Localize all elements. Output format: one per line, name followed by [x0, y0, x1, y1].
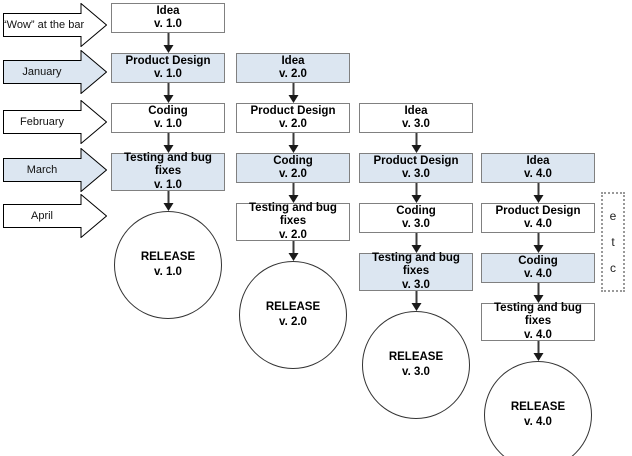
process-box-version: v. 2.0 — [279, 118, 307, 130]
process-box-name: Idea — [404, 104, 428, 117]
timeline-arrow-4[interactable]: April — [3, 194, 107, 238]
process-box-version: v. 1.0 — [154, 18, 182, 30]
etc-line-2: c — [610, 261, 616, 275]
release-version: v. 2.0 — [279, 316, 307, 328]
release-label: RELEASE — [140, 251, 196, 263]
timeline-arrow-label: “Wow” at the bar — [3, 19, 85, 31]
release-circle-0[interactable]: RELEASE v. 1.0 — [114, 211, 222, 319]
flow-connector-arrow-1-2 — [288, 183, 299, 203]
process-box-name: Coding — [396, 204, 436, 217]
flow-connector-arrow-2-1 — [411, 183, 422, 203]
flow-connector-arrow-2-0 — [411, 133, 422, 153]
flow-connector-arrow-2-2 — [411, 233, 422, 253]
process-box-name: Coding — [273, 154, 313, 167]
timeline-arrow-label: February — [19, 116, 65, 128]
process-box-name: Product Design — [495, 204, 581, 217]
process-box-name: Coding — [148, 104, 188, 117]
process-box-version: v. 1.0 — [154, 68, 182, 80]
process-box-name-line1: Testing and bug — [372, 251, 460, 264]
flow-connector-arrow-1-1 — [288, 133, 299, 153]
process-box-version: v. 3.0 — [402, 118, 430, 130]
timeline-arrow-0[interactable]: “Wow” at the bar — [3, 3, 107, 47]
process-box-version: v. 1.0 — [154, 118, 182, 130]
flow-connector-arrow-3-3 — [533, 341, 544, 361]
process-box-version: v. 4.0 — [524, 328, 552, 341]
release-circle-3[interactable]: RELEASE v. 4.0 — [484, 361, 592, 456]
release-label: RELEASE — [388, 351, 444, 363]
process-box-version: v. 3.0 — [402, 168, 430, 180]
release-circle-1[interactable]: RELEASE v. 2.0 — [239, 261, 347, 369]
timeline-arrow-shape — [3, 148, 107, 192]
process-box-name-line2: fixes — [279, 215, 307, 228]
timeline-arrow-label: January — [22, 66, 62, 78]
timeline-arrow-shape — [3, 50, 107, 94]
process-box-version: v. 2.0 — [279, 228, 307, 241]
release-circle-2[interactable]: RELEASE v. 3.0 — [362, 311, 470, 419]
flow-connector-arrow-0-2 — [163, 133, 174, 153]
process-box-name: Product Design — [250, 104, 336, 117]
etc-line-0: e — [609, 209, 617, 223]
process-box-version: v. 1.0 — [154, 178, 182, 191]
process-box-name: Idea — [526, 154, 550, 167]
release-label: RELEASE — [510, 401, 566, 413]
timeline-arrow-label: March — [26, 164, 58, 176]
timeline-arrow-label: April — [30, 210, 53, 222]
release-label: RELEASE — [265, 301, 321, 313]
process-box-name-line1: Testing and bug — [124, 151, 212, 164]
release-version: v. 1.0 — [154, 266, 182, 278]
timeline-arrow-3[interactable]: March — [3, 148, 107, 192]
process-box-name-line2: fixes — [402, 265, 430, 278]
process-box-version: v. 3.0 — [402, 218, 430, 230]
process-box-name-line2: fixes — [154, 165, 182, 178]
process-box-name: Coding — [518, 254, 558, 267]
process-box-name: Product Design — [125, 54, 211, 67]
process-box-version: v. 4.0 — [524, 218, 552, 230]
flow-connector-arrow-0-0 — [163, 33, 174, 53]
release-version: v. 4.0 — [524, 416, 552, 428]
process-box-name-line2: fixes — [524, 315, 552, 328]
flow-connector-arrow-1-3 — [288, 241, 299, 261]
process-box-name-line1: Testing and bug — [249, 201, 337, 214]
process-box-version: v. 2.0 — [279, 168, 307, 180]
process-box-name: Idea — [281, 54, 305, 67]
process-box-name-line1: Testing and bug — [494, 301, 582, 314]
flow-connector-arrow-3-2 — [533, 283, 544, 303]
process-box-version: v. 4.0 — [524, 168, 552, 180]
process-box-version: v. 2.0 — [279, 68, 307, 80]
process-box-name: Idea — [156, 4, 180, 17]
timeline-arrow-shape — [3, 3, 107, 47]
process-box-name: Product Design — [373, 154, 459, 167]
timeline-arrow-shape — [3, 100, 107, 144]
flow-connector-arrow-3-1 — [533, 233, 544, 253]
process-box-version: v. 3.0 — [402, 278, 430, 291]
timeline-arrow-2[interactable]: February — [3, 100, 107, 144]
process-box-version: v. 4.0 — [524, 268, 552, 280]
flow-connector-arrow-0-3 — [163, 191, 174, 211]
timeline-arrow-1[interactable]: January — [3, 50, 107, 94]
release-version: v. 3.0 — [402, 366, 430, 378]
flow-connector-arrow-1-0 — [288, 83, 299, 103]
etc-line-1: t — [611, 235, 615, 249]
timeline-arrow-shape — [3, 194, 107, 238]
flow-connector-arrow-3-0 — [533, 183, 544, 203]
flow-connector-arrow-0-1 — [163, 83, 174, 103]
flow-connector-arrow-2-3 — [411, 291, 422, 311]
